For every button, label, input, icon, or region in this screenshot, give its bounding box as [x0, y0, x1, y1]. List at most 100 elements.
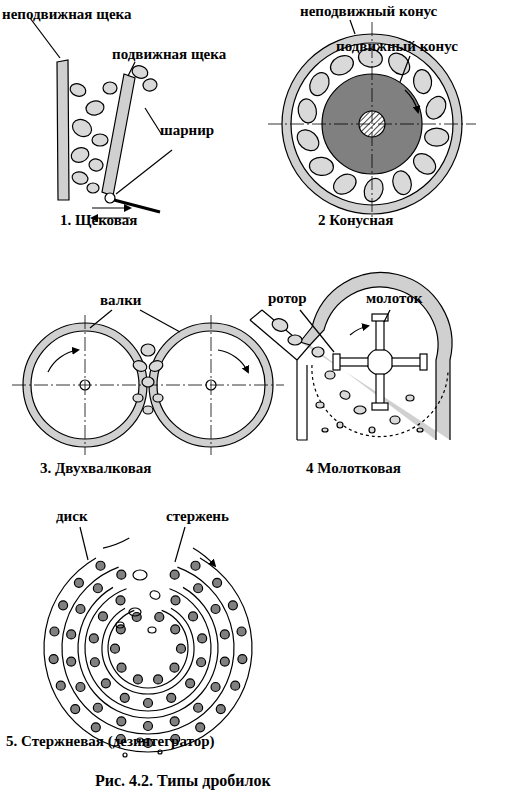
- rod: [101, 679, 110, 688]
- label: неподвижный конус: [300, 3, 437, 20]
- rod: [59, 601, 68, 610]
- rod: [211, 605, 220, 614]
- rod: [170, 663, 179, 672]
- rod: [167, 693, 176, 702]
- stone: [158, 750, 162, 754]
- label: диск: [56, 508, 88, 525]
- disk-ring: [78, 587, 218, 718]
- stone: [361, 176, 386, 205]
- label: неподвижная щека: [2, 6, 131, 23]
- rotation-arrow: [103, 538, 129, 548]
- label: ротор: [268, 290, 307, 307]
- rod: [96, 561, 105, 570]
- stone: [68, 82, 87, 99]
- rotation-arrow: [193, 548, 215, 566]
- label: 1. Щековая: [60, 212, 137, 229]
- rod: [228, 601, 237, 610]
- disk-ring: [108, 610, 188, 688]
- rod: [220, 630, 229, 639]
- label: молоток: [366, 290, 422, 307]
- disk-ring: [102, 608, 194, 694]
- rod: [91, 723, 100, 732]
- stone: [322, 428, 328, 432]
- rod: [171, 625, 180, 634]
- rod: [170, 717, 179, 726]
- label: 3. Двухвалковая: [40, 460, 151, 477]
- stone: [88, 158, 104, 172]
- label: подвижный конус: [336, 38, 458, 55]
- stone: [330, 170, 360, 198]
- stone: [142, 78, 158, 92]
- rod: [56, 681, 65, 690]
- stone: [369, 427, 375, 433]
- stone: [412, 69, 432, 95]
- disk-ring: [44, 558, 252, 752]
- cone-crusher: [268, 20, 476, 224]
- stone: [354, 406, 366, 414]
- stone: [309, 156, 334, 176]
- disintegrator: [44, 527, 252, 757]
- stone: [425, 128, 449, 146]
- rod: [238, 655, 247, 664]
- rod: [231, 681, 240, 690]
- rod: [197, 658, 206, 667]
- rod: [117, 717, 126, 726]
- stone: [390, 169, 414, 197]
- stone: [296, 97, 318, 124]
- stone: [148, 627, 156, 633]
- rod: [67, 630, 76, 639]
- stone: [71, 170, 90, 186]
- rod: [194, 703, 203, 712]
- rod: [176, 644, 185, 653]
- stone: [417, 428, 423, 432]
- stone: [153, 394, 163, 402]
- stone: [142, 377, 154, 387]
- rod: [76, 605, 85, 614]
- stone: [133, 394, 143, 402]
- rod: [196, 723, 205, 732]
- stone: [130, 64, 149, 81]
- rod: [198, 634, 207, 643]
- figure-caption: Рис. 4.2. Типы дробилок: [95, 772, 271, 790]
- rod: [155, 612, 164, 621]
- rod: [216, 705, 225, 714]
- rod: [211, 683, 220, 692]
- rod: [171, 596, 180, 605]
- stone: [270, 317, 289, 334]
- label: валки: [100, 292, 141, 309]
- rod: [154, 675, 163, 684]
- rod: [186, 679, 195, 688]
- stone: [116, 622, 124, 628]
- label: 5. Стержневая (дезинтегратор): [6, 733, 215, 750]
- disk-ring: [85, 589, 211, 711]
- hammer-crusher: [250, 273, 452, 440]
- stone: [410, 149, 440, 178]
- stone: [149, 590, 161, 601]
- rod: [98, 612, 107, 621]
- rod: [213, 578, 222, 587]
- stone: [123, 753, 127, 757]
- stone: [339, 390, 351, 401]
- rod: [67, 657, 76, 666]
- stone: [337, 422, 343, 428]
- rod: [189, 612, 198, 621]
- rod: [93, 584, 102, 593]
- rod: [220, 657, 229, 666]
- stone: [422, 93, 450, 123]
- stone: [85, 100, 105, 117]
- stone: [69, 116, 94, 140]
- rod: [117, 663, 126, 672]
- stone: [148, 359, 165, 373]
- stone: [133, 570, 147, 580]
- rod: [144, 699, 153, 708]
- rod: [144, 722, 153, 731]
- rod: [120, 693, 129, 702]
- label: стержень: [166, 508, 229, 525]
- rod: [89, 634, 98, 643]
- roll-crusher: [12, 310, 284, 455]
- stone: [143, 406, 153, 414]
- rod: [194, 584, 203, 593]
- stone: [92, 134, 108, 146]
- stone: [129, 608, 141, 616]
